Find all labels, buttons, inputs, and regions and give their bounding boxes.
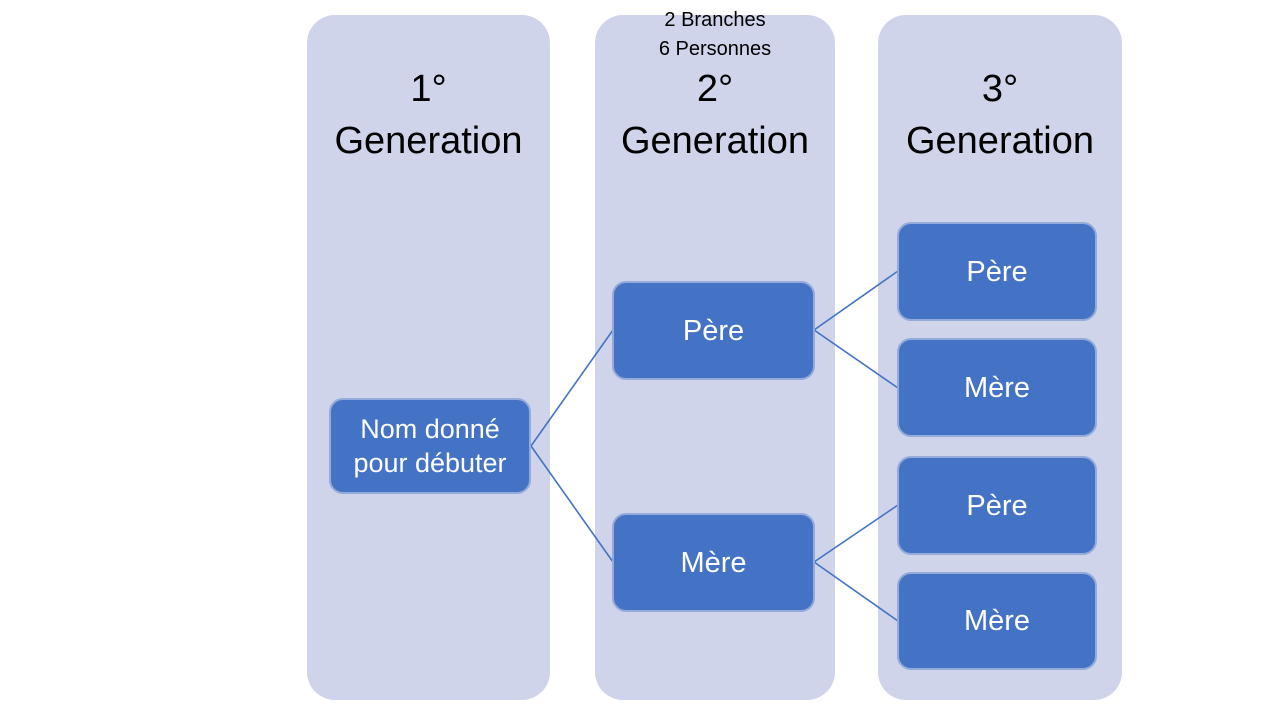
generation-1-title-number: 1°	[410, 68, 447, 110]
connector-start-to-gen2-mere	[530, 445, 614, 563]
column-generation-1: 1° Generation	[307, 15, 550, 700]
connector-gen2-mere-to-gen3-pere	[813, 504, 899, 563]
generation-1-title-word: Generation	[334, 120, 523, 162]
node-gen3-mere-paternelle: Mère	[897, 338, 1097, 437]
node-gen3-pere-paternel: Père	[897, 222, 1097, 321]
person-count-line: 6 Personnes	[658, 38, 772, 60]
node-gen3-mere-maternelle: Mère	[897, 572, 1097, 670]
generation-3-title-number: 3°	[981, 68, 1019, 110]
generation-2-title-word: Generation	[620, 120, 809, 162]
generation-2-title-number: 2°	[696, 68, 734, 110]
node-gen2-mere: Mère	[612, 513, 815, 612]
branch-count-caption: 2 Branches 6 Personnes	[595, 6, 835, 64]
generation-3-title: 3° Generation	[878, 63, 1122, 167]
generation-1-title: 1° Generation	[307, 63, 550, 167]
connector-gen2-mere-to-gen3-mere	[813, 561, 899, 622]
node-start-person: Nom donné pour débuter	[329, 398, 531, 494]
connector-gen2-pere-to-gen3-pere	[813, 270, 899, 331]
generation-3-title-word: Generation	[905, 120, 1094, 162]
generation-2-title: 2° Generation	[595, 63, 835, 167]
node-gen3-pere-maternel: Père	[897, 456, 1097, 555]
connector-start-to-gen2-pere	[530, 329, 614, 447]
node-gen2-pere: Père	[612, 281, 815, 380]
connector-gen2-pere-to-gen3-mere	[813, 329, 899, 389]
branch-count-line: 2 Branches	[664, 9, 766, 31]
